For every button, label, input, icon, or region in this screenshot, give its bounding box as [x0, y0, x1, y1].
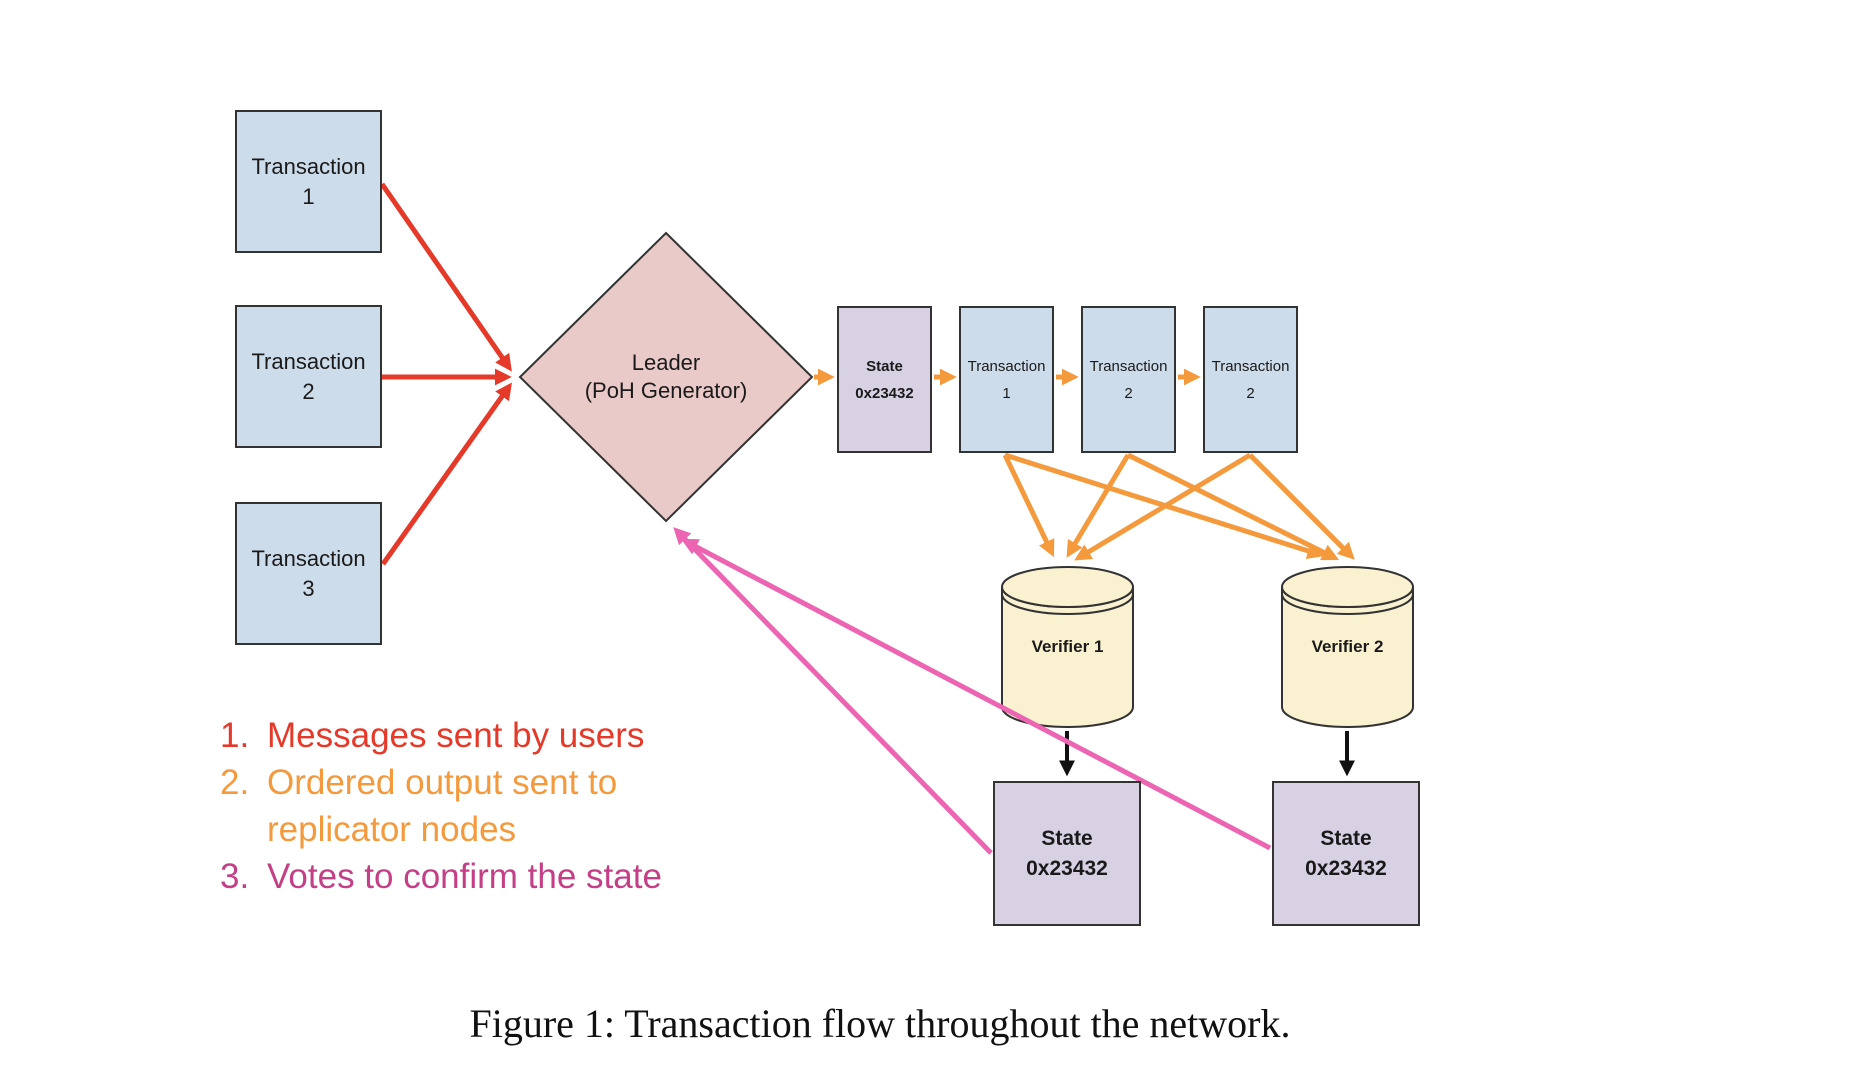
box-label: Transaction	[251, 348, 366, 374]
verifier-2-label: Verifier 2	[1311, 637, 1384, 656]
box-number: 3	[302, 575, 315, 601]
verifier-1-state-box: State 0x23432	[993, 781, 1141, 926]
box-number: 2	[1246, 384, 1255, 402]
user-transaction-box-1: Transaction 1	[235, 110, 382, 253]
sequence-transaction-box-1: Transaction 1	[959, 306, 1054, 453]
verifier-state-arrows	[1059, 731, 1355, 777]
box-number: 2	[1124, 384, 1133, 402]
messages-arrows	[379, 182, 512, 566]
user-transaction-box-3: Transaction 3	[235, 502, 382, 645]
legend: 1. Messages sent by users 2. Ordered out…	[220, 712, 717, 900]
box-label: State	[1041, 826, 1093, 850]
legend-item-messages: 1. Messages sent by users	[220, 712, 717, 759]
verifier-2-state-box: State 0x23432	[1272, 781, 1420, 926]
box-label: Transaction	[251, 545, 366, 571]
box-label: Transaction	[1211, 357, 1290, 375]
box-number: 1	[1002, 384, 1011, 402]
legend-label: Ordered output sent to replicator nodes	[267, 763, 618, 849]
verifier-1-label: Verifier 1	[1031, 637, 1104, 656]
box-label: Transaction	[967, 357, 1046, 375]
leader-node-label: Leader (PoH Generator)	[546, 349, 786, 405]
legend-number: 3.	[220, 857, 250, 896]
legend-number: 2.	[220, 763, 250, 802]
box-label: State	[866, 357, 903, 375]
sequence-transaction-box-3: Transaction 2	[1203, 306, 1298, 453]
user-transaction-box-2: Transaction 2	[235, 305, 382, 448]
figure-caption: Figure 1: Transaction flow throughout th…	[469, 1001, 1291, 1046]
legend-label: Votes to confirm the state	[267, 857, 662, 896]
box-value: 0x23432	[1305, 856, 1387, 880]
box-value: 0x23432	[1026, 856, 1108, 880]
legend-label: Messages sent by users	[267, 716, 645, 755]
leader-diamond	[518, 231, 814, 523]
box-number: 2	[302, 378, 315, 404]
box-label: Transaction	[251, 153, 366, 179]
leader-subtitle: (PoH Generator)	[584, 378, 748, 403]
legend-item-ordered-output: 2. Ordered output sent to replicator nod…	[220, 759, 717, 853]
verifier-2-cylinder	[1281, 566, 1414, 728]
leader-title: Leader	[631, 350, 701, 375]
ordered-output-arrows	[814, 368, 1355, 561]
box-label: Transaction	[1089, 357, 1168, 375]
vote-arrows	[673, 527, 1272, 855]
legend-item-votes: 3. Votes to confirm the state	[220, 853, 717, 900]
sequence-state-box: State 0x23432	[837, 306, 932, 453]
box-value: 0x23432	[855, 384, 914, 402]
box-number: 1	[302, 183, 315, 209]
sequence-transaction-box-2: Transaction 2	[1081, 306, 1176, 453]
legend-number: 1.	[220, 716, 250, 755]
box-label: State	[1320, 826, 1372, 850]
